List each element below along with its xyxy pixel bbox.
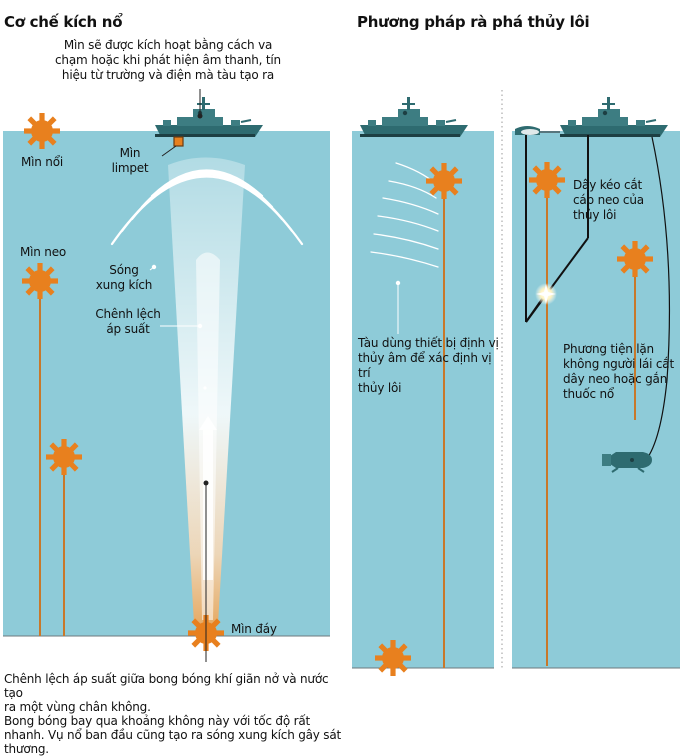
right-panel-title: Phương pháp rà phá thủy lôi <box>357 13 590 31</box>
towed-float <box>515 126 560 135</box>
trigger-note: Mìn sẽ được kích hoạt bằng cách va chạm … <box>55 38 281 82</box>
floating-mine-label: Mìn nổi <box>21 155 63 169</box>
bottom-mine-label: Mìn đáy <box>231 622 277 636</box>
left-water <box>3 131 330 636</box>
middle-water <box>352 131 494 668</box>
explosion-caption: Chênh lệch áp suất giữa bong bóng khí gi… <box>4 672 342 756</box>
left-panel-title: Cơ chế kích nổ <box>4 13 123 31</box>
moored-mine-middle <box>426 163 462 199</box>
rising-bubble-arrow <box>199 416 217 580</box>
moored-mine-2 <box>46 439 82 475</box>
sonar-note: Tàu dùng thiết bị định vị thủy âm để xác… <box>358 336 499 395</box>
moored-mine-label: Mìn neo <box>20 245 67 259</box>
sonar-arcs <box>370 162 439 268</box>
ship-right <box>559 96 669 138</box>
shock-wave-arcs <box>110 169 304 246</box>
ship-middle <box>359 96 469 138</box>
floating-mine <box>24 113 60 149</box>
cut-flash-icon <box>535 283 557 305</box>
moored-mine-right-1 <box>529 162 565 198</box>
moored-mine-1 <box>22 263 58 299</box>
limpet-mine <box>173 136 184 147</box>
limpet-mine-label: Mìn limpet <box>111 146 149 175</box>
cable-note: Dây kéo cắt cáp neo của thủy lôi <box>573 178 644 222</box>
uuv-vehicle <box>602 452 652 473</box>
pressure-diff-label: Chênh lệch áp suất <box>95 307 161 336</box>
uuv-note: Phương tiện lặn không người lái cắt dây … <box>563 342 674 401</box>
bottom-mine-middle <box>375 640 411 676</box>
ship-left <box>154 96 264 138</box>
right-water <box>512 131 680 668</box>
shock-wave-label: Sóng xung kích <box>95 263 153 292</box>
uuv-tether <box>645 136 671 461</box>
moored-mine-right-2 <box>617 241 653 277</box>
